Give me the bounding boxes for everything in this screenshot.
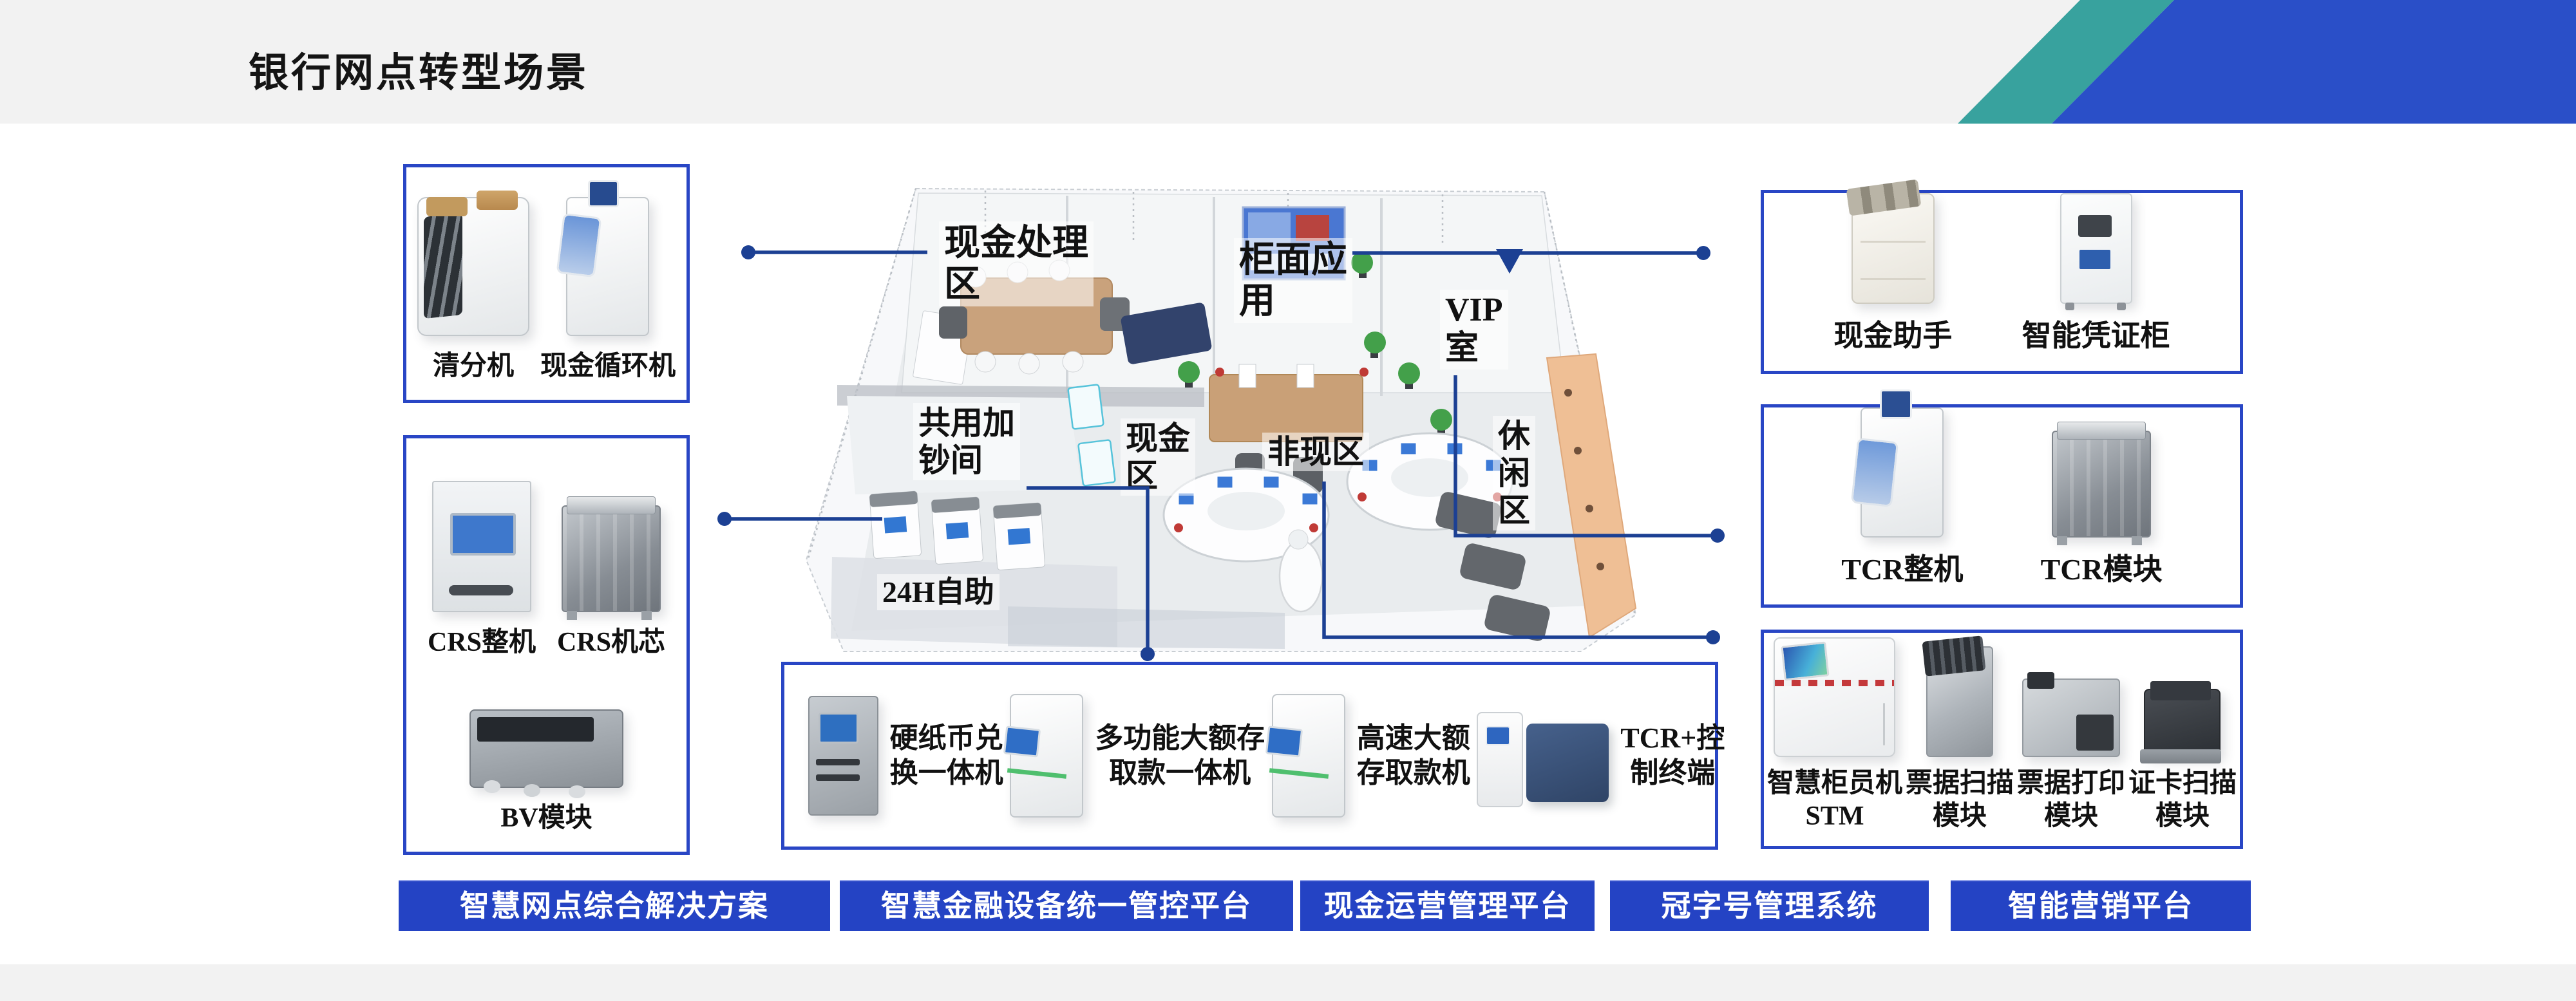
equipment-label: 现金循环机 [540,351,676,381]
equipment-label: 高速大额 存取款机 [1356,722,1470,789]
zone-counter-application: 柜面应 用 [1234,238,1352,323]
button-smart-branch-solution[interactable]: 智慧网点综合解决方案 [399,880,830,931]
equipment-item: 现金助手 [1833,193,1952,371]
tcr-control-terminal-image [1477,704,1609,807]
footer-band [0,964,2576,1001]
equipment-item: 硬纸币兑 换一体机 [808,665,1003,847]
zone-24h-self-service: 24H自助 [877,574,999,610]
bill-scan-module-image [1926,646,1993,757]
button-cash-operation-platform[interactable]: 现金运营管理平台 [1300,880,1595,931]
cash-recycler-image [566,180,650,336]
branch-floorplan: 现金处理 区 柜面应 用 VIP 室 共用加 钞间 现金 区 非现区 休 闲 区… [792,180,1649,657]
equipment-label: 证卡扫描 模块 [2128,768,2237,831]
equipment-label: 智能凭证柜 [2022,319,2170,352]
equipment-item: 证卡扫描 模块 [2128,633,2237,846]
equipment-item: CRS机芯 [557,438,665,676]
cash-assistant-image [1851,193,1935,304]
equipment-item: 智慧柜员机 STM [1767,633,1902,846]
equipment-item: 智能凭证柜 [2022,193,2170,371]
crs-machine-image [431,480,531,612]
equipment-item: 多功能大额存 取款一体机 [1010,665,1265,847]
equipment-label: 硬纸币兑 换一体机 [889,722,1003,789]
box-cash-assistant-equipment: 现金助手 智能凭证柜 [1761,190,2243,374]
cash-teller-pod [1162,467,1330,563]
zone-vip-room: VIP 室 [1440,290,1508,370]
equipment-label: 票据打印 模块 [2016,768,2125,831]
equipment-label: TCR+控 制终端 [1620,722,1725,789]
coin-note-exchange-image [808,696,878,816]
glass-walkway [1008,606,1285,649]
equipment-label: 多功能大额存 取款一体机 [1095,722,1265,789]
cash-processing-machine [1121,303,1212,364]
service-robot [1278,529,1323,613]
bv-module-image [469,709,623,793]
box-cash-sorting-equipment: 清分机 现金循环机 [403,164,690,403]
equipment-item: 票据扫描 模块 [1906,633,2014,846]
equipment-label: 清分机 [432,351,514,381]
equipment-item: TCR模块 [2041,407,2163,604]
box-crs-equipment: CRS整机 CRS机芯 BV模块 [403,435,690,855]
equipment-label: 智慧柜员机 STM [1766,768,1902,831]
equipment-item: CRS整机 [428,438,536,676]
crs-core-image [561,496,661,620]
button-device-management-platform[interactable]: 智慧金融设备统一管控平台 [840,880,1293,931]
equipment-label: 票据扫描 模块 [1905,768,2014,831]
page-title: 银行网点转型场景 [249,51,589,95]
smart-teller-machine-image [1774,637,1896,757]
highspeed-deposit-machine-image [1271,694,1345,818]
self-terminals [1067,384,1116,487]
equipment-label: 现金助手 [1833,319,1953,352]
voucher-cabinet-image [2060,193,2132,310]
card-scan-module-image [2140,680,2222,763]
banknote-sorter-image [417,190,529,336]
button-smart-marketing-platform[interactable]: 智能营销平台 [1951,880,2251,931]
zone-non-cash-area: 非现区 [1262,433,1369,471]
equipment-label: TCR模块 [2040,552,2163,586]
tcr-machine-image [1861,389,1944,538]
equipment-label: CRS机芯 [556,627,665,657]
zone-leisure-area: 休 闲 区 [1493,416,1535,530]
equipment-label: TCR整机 [1841,552,1964,586]
zone-shared-cash-loading: 共用加 钞间 [913,403,1020,480]
header-band: 银行网点转型场景 SNBC [0,0,2576,124]
equipment-item: TCR整机 [1841,389,1964,604]
box-tcr-equipment: TCR整机 TCR模块 [1761,389,2243,608]
equipment-item: 清分机 [417,167,529,400]
zone-cash-processing: 现金处理 区 [939,221,1094,306]
box-stm-modules: 智慧柜员机 STM 票据扫描 模块 票据打印 模块 证卡扫描 模块 [1761,630,2243,849]
box-lobby-equipment: 硬纸币兑 换一体机 多功能大额存 取款一体机 高速大额 存取款机 TCR+控 制… [781,662,1725,850]
zone-cash-area: 现金 区 [1121,418,1195,496]
equipment-item: TCR+控 制终端 [1477,665,1725,847]
bill-print-module-image [2022,671,2120,757]
equipment-item: BV模块 [469,676,623,852]
equipment-item: 票据打印 模块 [2017,633,2125,846]
plants [1178,252,1452,435]
button-serial-number-system[interactable]: 冠字号管理系统 [1610,880,1929,931]
tcr-module-image [2052,421,2152,545]
equipment-item: 现金循环机 [540,167,676,400]
equipment-item: 高速大额 存取款机 [1271,665,1470,847]
equipment-label: CRS整机 [427,627,536,657]
equipment-label: BV模块 [500,803,592,833]
multifunction-deposit-machine-image [1010,694,1084,818]
teller-counter [1209,364,1368,493]
